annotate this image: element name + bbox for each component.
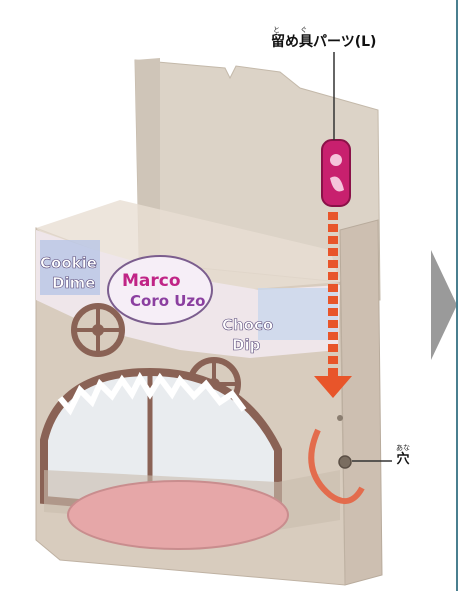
right-side-panel	[340, 220, 382, 585]
side-hole	[339, 456, 351, 468]
hole-label-ruby: あな	[396, 444, 410, 452]
side-hole-upper	[337, 415, 343, 421]
next-step-arrow-icon	[431, 250, 457, 360]
dip-word: Dip	[232, 336, 261, 354]
step-divider	[456, 0, 458, 591]
part-label-ruby: と ぐ	[271, 26, 376, 34]
part-label: と ぐ 留め具パーツ(L)	[271, 26, 376, 50]
left-eye	[74, 306, 122, 354]
hole-label-text: 穴	[396, 452, 409, 467]
hole-label: あな 穴	[396, 444, 410, 467]
dime-word: Dime	[52, 274, 95, 292]
choco-word: Choco	[222, 316, 273, 334]
clip-part	[322, 140, 350, 206]
tongue	[68, 481, 288, 549]
part-label-text: 留め具パーツ(L)	[271, 34, 376, 50]
cookie-word: Cookie	[40, 254, 97, 272]
logo-word-2: Coro Uzo	[130, 292, 205, 310]
logo-word-1: Marco	[122, 271, 181, 291]
